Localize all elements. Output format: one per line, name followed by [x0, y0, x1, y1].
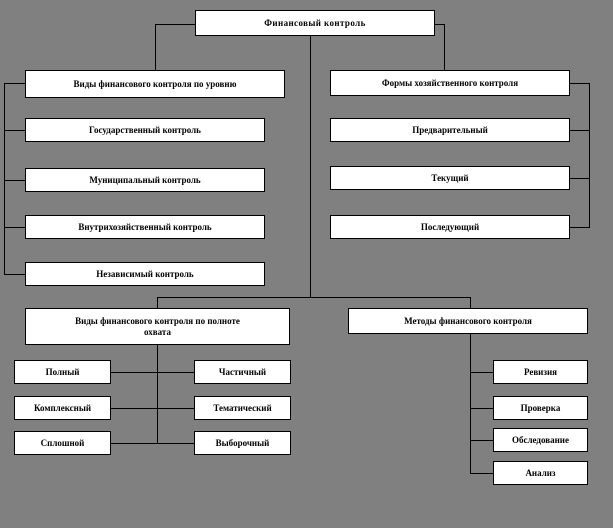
connector-forms-stub-2: [569, 178, 590, 179]
node-preliminary[interactable]: Предварительный: [330, 118, 570, 142]
node-header-types-by-level[interactable]: Виды финансового контроля по уровню: [25, 70, 285, 98]
node-label: Комплексный: [33, 402, 92, 413]
node-complex[interactable]: Комплексный: [14, 396, 111, 420]
connector-bottom-bus: [157, 297, 471, 298]
connector-coverage-rung-2: [111, 408, 195, 409]
node-continuous[interactable]: Сплошной: [14, 431, 111, 455]
node-subsequent[interactable]: Последующий: [330, 215, 570, 239]
connector-coverage-spine: [157, 345, 158, 443]
node-label: Последующий: [420, 221, 480, 232]
connector-root-right-drop: [444, 24, 445, 71]
connector-coverage-drop: [157, 297, 158, 309]
connector-methods-stub-1: [470, 372, 494, 373]
node-header-types-by-coverage[interactable]: Виды финансового контроля по полноте охв…: [25, 308, 290, 345]
node-label: Анализ: [525, 467, 556, 478]
node-header-forms-of-economic-control[interactable]: Формы хозяйственного контроля: [330, 70, 570, 96]
connector-levels-spine: [4, 83, 5, 275]
node-selective[interactable]: Выборочный: [194, 431, 291, 455]
node-root-financial-control[interactable]: Финансовый контроль: [195, 10, 435, 36]
node-label: Выборочный: [215, 437, 270, 448]
node-label: Формы хозяйственного контроля: [381, 77, 519, 88]
connector-methods-stub-2: [470, 408, 494, 409]
node-survey[interactable]: Обследование: [493, 428, 588, 452]
node-label: Муниципальный контроль: [89, 174, 201, 185]
node-inspection[interactable]: Проверка: [493, 396, 588, 420]
node-label: Тематический: [213, 402, 272, 413]
node-state-control[interactable]: Государственный контроль: [25, 118, 265, 142]
connector-methods-drop: [470, 297, 471, 309]
node-label: Предварительный: [412, 124, 488, 135]
connector-root-left-drop: [155, 24, 156, 71]
node-thematic[interactable]: Тематический: [194, 396, 291, 420]
node-label: Государственный контроль: [89, 124, 201, 135]
connector-forms-stub-1: [569, 130, 590, 131]
node-label: Методы финансового контроля: [404, 315, 532, 326]
node-internal-economic-control[interactable]: Внутрихозяйственный контроль: [25, 215, 265, 239]
node-audit-revision[interactable]: Ревизия: [493, 360, 588, 384]
connector-coverage-rung-3: [111, 443, 195, 444]
node-label: Обследование: [512, 434, 569, 445]
connector-forms-spine: [589, 83, 590, 227]
connector-forms-stub-3: [569, 227, 590, 228]
connector-forms-stub-header: [569, 83, 590, 84]
connector-levels-stub-1: [4, 130, 26, 131]
node-label: Виды финансового контроля по уровню: [73, 78, 237, 89]
connector-levels-stub-header: [4, 83, 26, 84]
node-label: Проверка: [520, 402, 561, 413]
connector-methods-spine: [470, 334, 471, 473]
node-label: Внутрихозяйственный контроль: [78, 221, 212, 232]
connector-levels-stub-2: [4, 180, 26, 181]
node-municipal-control[interactable]: Муниципальный контроль: [25, 168, 265, 192]
node-header-methods-of-financial-control[interactable]: Методы финансового контроля: [348, 308, 588, 334]
node-current[interactable]: Текущий: [330, 166, 570, 190]
node-partial[interactable]: Частичный: [194, 360, 291, 384]
connector-methods-stub-3: [470, 440, 494, 441]
node-label: Текущий: [431, 172, 469, 183]
node-label: Виды финансового контроля по полноте охв…: [75, 316, 240, 337]
node-label: Полный: [45, 366, 80, 377]
connector-coverage-rung-1: [111, 372, 195, 373]
node-independent-control[interactable]: Независимый контроль: [25, 262, 265, 286]
node-label: Независимый контроль: [96, 268, 194, 279]
node-analysis[interactable]: Анализ: [493, 461, 588, 485]
node-full[interactable]: Полный: [14, 360, 111, 384]
node-label: Сплошной: [40, 437, 85, 448]
connector-levels-stub-4: [4, 274, 26, 275]
node-label: Частичный: [218, 366, 267, 377]
connector-methods-stub-4: [470, 473, 494, 474]
connector-root-center-drop: [310, 36, 311, 298]
node-label: Финансовый контроль: [264, 17, 366, 28]
node-label: Ревизия: [523, 366, 558, 377]
connector-levels-stub-3: [4, 227, 26, 228]
